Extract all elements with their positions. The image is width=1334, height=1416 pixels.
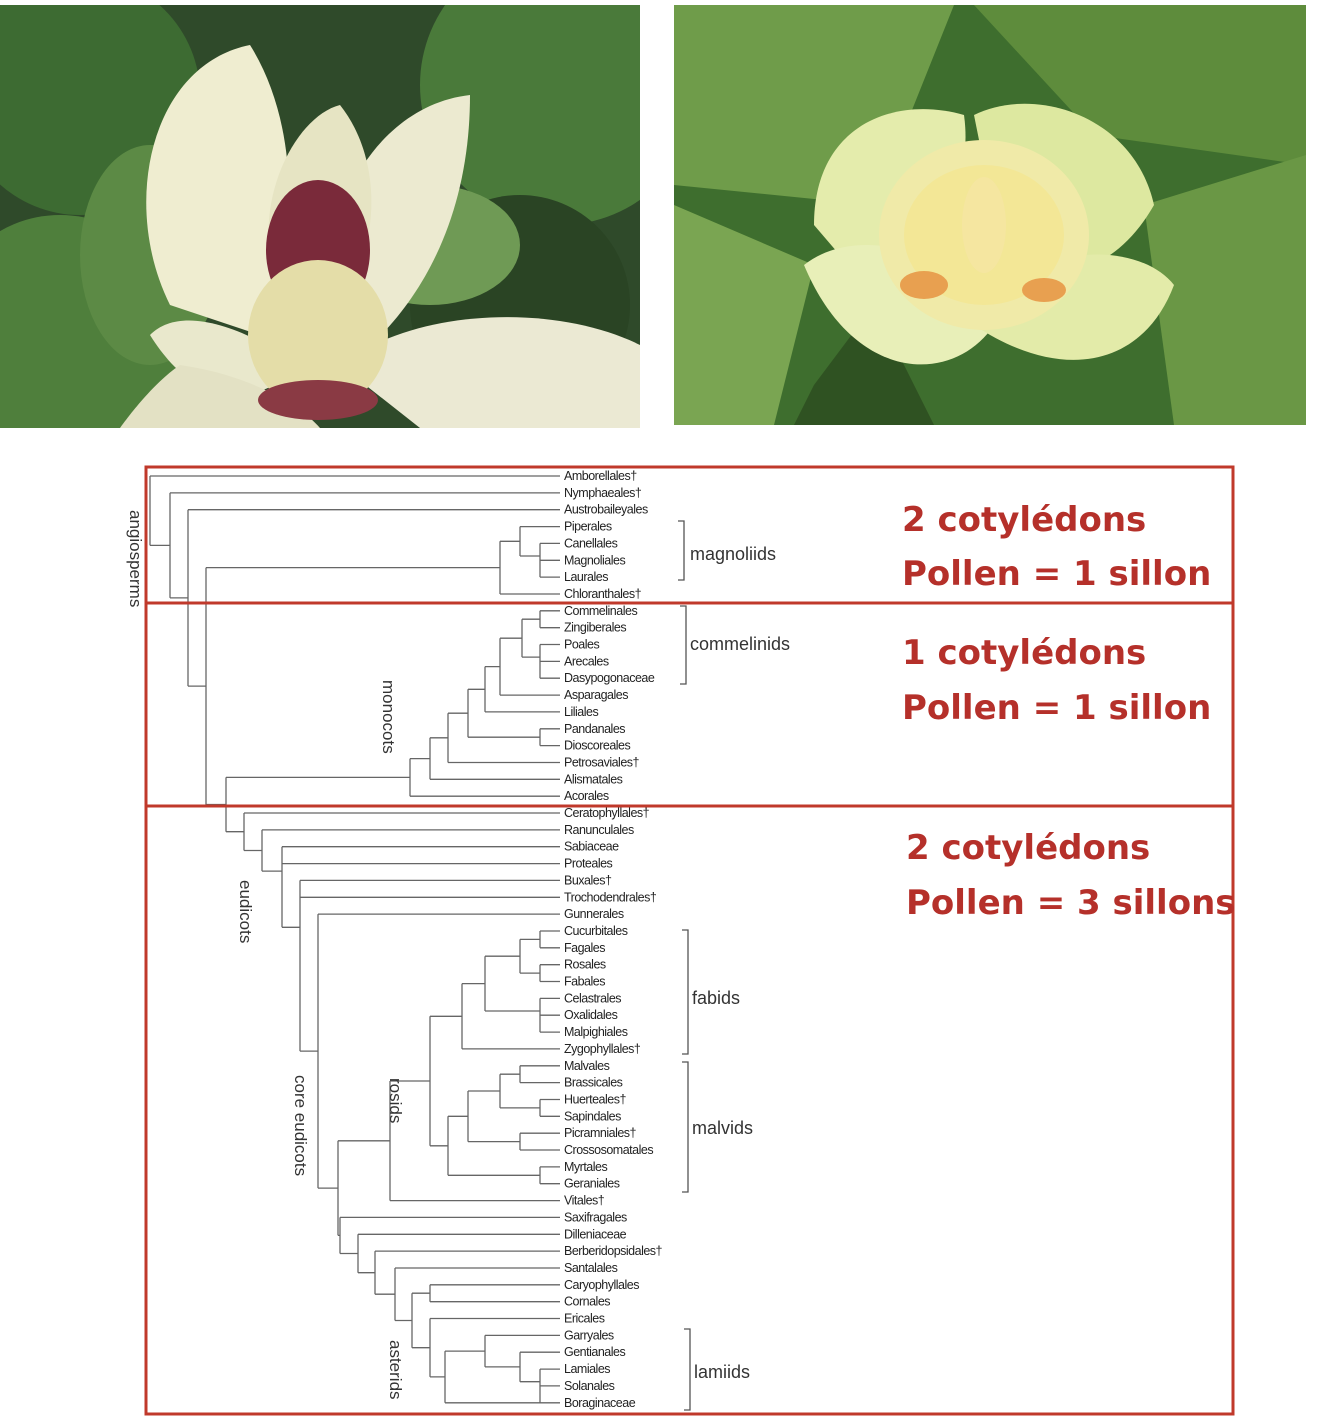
taxon-label: Buxales†	[564, 873, 612, 887]
taxon-label: Magnoliales	[564, 553, 625, 567]
note-2-line1: 1 cotylédons	[902, 633, 1146, 673]
taxon-label: Zingiberales	[564, 621, 626, 635]
taxon-label: Crossosomatales	[564, 1143, 653, 1157]
taxon-label: Acorales	[564, 789, 609, 803]
tree-branches	[150, 476, 560, 1403]
taxon-label: Piperales	[564, 520, 612, 534]
taxon-label: Dasypogonaceae	[564, 671, 655, 685]
taxon-label: Fagales	[564, 941, 605, 955]
label-eudicots: eudicots	[236, 880, 255, 943]
clade-magnoliids: magnoliids	[690, 544, 776, 564]
clade-fabids: fabids	[692, 988, 740, 1008]
taxon-label: Dioscoreales	[564, 739, 631, 753]
taxon-label: Saxifragales	[564, 1210, 627, 1224]
tulip-tree-photo	[674, 5, 1306, 425]
taxon-label: Canellales	[564, 536, 618, 550]
taxon-label: Sabiaceae	[564, 840, 619, 854]
taxon-label: Lamiales	[564, 1362, 610, 1376]
label-monocots: monocots	[379, 680, 398, 754]
taxon-label: Berberidopsidales†	[564, 1244, 663, 1258]
taxon-label: Solanales	[564, 1379, 615, 1393]
taxon-label: Laurales	[564, 570, 608, 584]
taxon-label: Alismatales	[564, 772, 623, 786]
taxon-label: Poales	[564, 638, 599, 652]
fabids-bracket	[682, 930, 688, 1054]
taxon-label: Huerteales†	[564, 1092, 626, 1106]
taxon-label: Asparagales	[564, 688, 628, 702]
taxon-label: Celastrales	[564, 991, 621, 1005]
taxon-label: Liliales	[564, 705, 598, 719]
taxon-label: Austrobaileyales	[564, 503, 648, 517]
phylogeny-diagram: Amborellales† Nymphaeales† Austrobaileyale…	[0, 440, 1334, 1416]
taxon-label: Gunnerales	[564, 907, 624, 921]
taxon-label: Arecales	[564, 654, 609, 668]
note-3-line2: Pollen = 3 sillons	[906, 883, 1236, 923]
taxon-label: Sapindales	[564, 1109, 621, 1123]
commelinids-bracket	[680, 606, 686, 684]
label-rosids: rosids	[386, 1078, 405, 1123]
taxon-label: Santalales	[564, 1261, 618, 1275]
taxon-label: Malvales	[564, 1059, 610, 1073]
taxon-label: Ceratophyllales†	[564, 806, 650, 820]
taxon-label: Myrtales	[564, 1160, 607, 1174]
note-3-line1: 2 cotylédons	[906, 828, 1150, 868]
taxon-label: Amborellales†	[564, 469, 637, 483]
taxon-label: Nymphaeales†	[564, 486, 642, 500]
taxon-label: Fabales	[564, 975, 605, 989]
taxon-label: Rosales	[564, 958, 606, 972]
taxon-label: Ericales	[564, 1312, 605, 1326]
magnoliids-bracket	[678, 521, 684, 580]
label-angiosperms: angiosperms	[126, 510, 145, 607]
label-core-eudicots: core eudicots	[291, 1075, 310, 1176]
note-2-line2: Pollen = 1 sillon	[902, 688, 1211, 728]
taxon-label: Malpighiales	[564, 1025, 628, 1039]
clade-lamiids: lamiids	[694, 1362, 750, 1382]
clade-commelinids: commelinids	[690, 634, 790, 654]
magnolia-photo	[0, 5, 640, 428]
taxon-label: Dilleniaceae	[564, 1227, 627, 1241]
taxon-label: Proteales	[564, 857, 613, 871]
note-1-line1: 2 cotylédons	[902, 500, 1146, 540]
lamiids-bracket	[684, 1329, 690, 1410]
taxon-label: Oxalidales	[564, 1008, 618, 1022]
malvids-bracket	[682, 1062, 688, 1192]
tree-branch-path	[150, 476, 560, 1403]
taxon-label: Vitales†	[564, 1194, 605, 1208]
taxon-label: Cucurbitales	[564, 924, 628, 938]
taxon-label: Chloranthales†	[564, 587, 642, 601]
taxon-label: Zygophyllales†	[564, 1042, 641, 1056]
taxon-label: Garryales	[564, 1328, 614, 1342]
taxon-label: Caryophyllales	[564, 1278, 639, 1292]
taxon-label: Gentianales	[564, 1345, 625, 1359]
taxon-label: Boraginaceae	[564, 1396, 636, 1410]
taxon-label: Cornales	[564, 1295, 610, 1309]
taxon-label: Geraniales	[564, 1177, 620, 1191]
taxon-label: Commelinales	[564, 604, 637, 618]
taxon-label: Trochodendrales†	[564, 890, 657, 904]
taxon-label: Picramniales†	[564, 1126, 637, 1140]
label-asterids: asterids	[386, 1340, 405, 1400]
taxon-label: Pandanales	[564, 722, 625, 736]
clade-malvids: malvids	[692, 1118, 753, 1138]
taxon-label: Petrosaviales†	[564, 755, 640, 769]
taxon-label: Ranunculales	[564, 823, 634, 837]
note-1-line2: Pollen = 1 sillon	[902, 554, 1211, 594]
taxon-label: Brassicales	[564, 1076, 623, 1090]
taxon-labels: Amborellales† Nymphaeales† Austrobaileyale…	[564, 469, 663, 1410]
